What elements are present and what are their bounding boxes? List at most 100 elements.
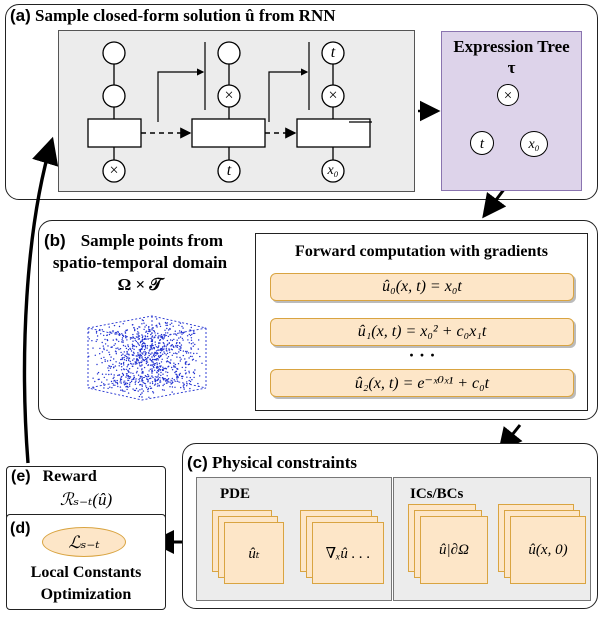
sample-point [101,329,103,331]
sample-point [127,344,129,346]
sample-point [182,350,185,352]
sample-point [127,363,130,366]
sample-point [154,369,156,371]
sample-point [194,332,196,335]
sample-point [163,351,165,353]
sample-point [134,328,136,331]
sample-point [151,382,154,385]
sample-point [139,326,141,328]
sample-point [144,336,147,338]
sample-point [138,378,140,381]
sample-point [149,377,151,380]
sample-point [121,333,123,335]
sample-point [106,334,108,337]
sample-point [108,373,110,376]
sample-point [142,372,144,374]
sample-point [142,381,144,384]
sample-point [132,340,134,342]
sample-point [177,376,179,379]
sample-point [150,353,152,355]
sample-point [166,380,168,382]
sample-point [176,341,178,344]
sample-point [147,387,150,390]
sample-point [137,331,139,333]
sample-point [154,344,157,346]
sample-point [162,369,164,371]
sample-point [147,390,149,393]
sample-point [144,383,147,385]
sample-point [128,376,131,378]
sample-point [133,375,135,377]
sample-point [145,386,148,389]
sample-point [149,345,152,347]
sample-point [185,352,188,354]
sample-point [189,376,191,379]
sample-point [169,339,172,341]
sample-point [158,385,160,387]
sample-point [156,326,158,328]
sample-point [123,356,125,359]
sample-point [174,371,176,374]
sample-point [194,343,196,346]
sample-point [148,370,150,372]
sample-point [142,342,144,345]
sample-point [135,340,138,343]
sample-point [152,363,155,365]
sample-point [147,332,149,335]
sample-point [147,338,149,340]
sample-point [176,376,178,378]
sample-point [190,347,192,349]
sample-point [191,355,193,358]
sample-point [138,332,140,334]
sample-point [175,344,177,347]
sample-point [113,374,115,376]
sample-point [140,354,143,357]
sample-point [137,353,139,355]
sample-point [107,345,109,347]
sample-point [109,359,112,362]
sample-point [188,363,191,365]
sample-point [127,386,129,388]
sample-point [132,372,134,375]
point-cloud [87,315,207,401]
sample-point [118,325,121,328]
sample-point [166,339,169,342]
sample-point [115,361,117,363]
sample-point [101,362,103,364]
sample-point [103,383,105,385]
sample-point [100,333,102,335]
arrow-tree-to-b [482,187,507,219]
sample-point [132,388,134,390]
sample-point [120,363,122,365]
rnn-cell-3 [296,41,371,183]
sample-point [156,365,159,368]
sample-point [158,345,160,347]
sample-point [121,372,124,375]
sample-point [114,365,117,367]
sample-point [137,343,140,345]
sample-point [162,349,164,351]
sample-point [123,382,125,384]
sample-point [169,381,171,383]
sample-point [127,356,129,358]
sample-point [141,336,144,339]
ics-item-boundary: û|∂Ω [420,516,488,584]
sample-point [130,372,132,374]
sample-point [118,362,121,364]
sample-point [180,347,182,349]
sample-point [166,350,168,352]
sample-point [97,371,100,374]
sample-point [157,337,159,339]
sample-point [185,361,187,363]
sample-point [147,388,149,391]
sample-point [147,364,150,366]
sample-point [143,328,145,331]
sample-point [134,339,136,341]
sample-point [123,368,125,370]
sample-point [148,329,150,331]
sample-point [185,350,187,353]
sample-point [139,365,141,367]
sample-point [166,344,168,346]
sample-point [135,387,138,390]
sample-point [166,352,169,355]
